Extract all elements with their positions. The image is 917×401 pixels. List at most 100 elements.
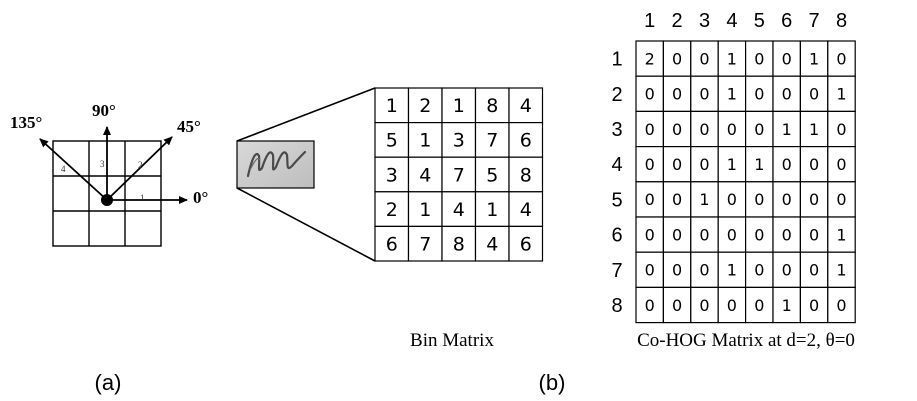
matrix-cell-value: 3: [386, 164, 398, 186]
matrix-cell-value: 1: [809, 49, 819, 68]
matrix-cell-value: 0: [809, 261, 819, 280]
matrix-cell-value: 1: [419, 199, 431, 221]
angle-label-135: 135°: [10, 113, 42, 132]
matrix-cell-value: 5: [486, 164, 498, 186]
matrix-cell-value: 0: [782, 155, 792, 174]
bin-label-4: 4: [61, 164, 66, 174]
matrix-cell: [799, 286, 829, 324]
matrix-cell: [799, 216, 829, 253]
matrix-cell-value: 0: [782, 49, 792, 68]
handwriting-thumbnail: [236, 140, 315, 189]
matrix-cell-value: 0: [836, 296, 846, 315]
cohog-row-header: 5: [611, 189, 622, 211]
matrix-cell-value: 1: [453, 95, 465, 117]
matrix-cell: [772, 216, 801, 253]
matrix-cell-value: 4: [520, 95, 532, 117]
matrix-cell-value: 0: [836, 49, 846, 68]
orientation-diagram: 135° 90° 45° 0° 4 3 2 1 (a): [10, 101, 208, 395]
matrix-cell-value: 1: [419, 130, 431, 152]
matrix-cell: [407, 225, 443, 262]
matrix-cell-value: 1: [727, 261, 737, 280]
matrix-cell: [690, 181, 719, 218]
matrix-cell-value: 4: [486, 234, 498, 256]
cohog-row-header: 2: [611, 84, 622, 106]
matrix-cell: [662, 286, 692, 324]
matrix-cell-value: 1: [782, 296, 792, 315]
matrix-cell-value: 0: [645, 85, 655, 104]
matrix-cell: [374, 225, 410, 262]
bin-label-3: 3: [100, 159, 105, 169]
matrix-cell-value: 0: [782, 225, 792, 244]
matrix-cell-value: 1: [486, 199, 498, 221]
matrix-cell-value: 0: [727, 190, 737, 209]
matrix-cell: [407, 191, 443, 228]
matrix-cell-value: 0: [809, 190, 819, 209]
matrix-cell-value: 0: [809, 155, 819, 174]
bin-label-1: 1: [140, 193, 145, 203]
cohog-col-header: 6: [781, 10, 792, 32]
matrix-cell-value: 0: [699, 296, 709, 315]
cohog-col-header: 2: [672, 10, 683, 32]
matrix-cell-value: 4: [453, 199, 465, 221]
matrix-cell-value: 6: [520, 234, 532, 256]
matrix-cell: [744, 146, 774, 183]
matrix-cell: [474, 156, 510, 193]
matrix-cell-value: 0: [672, 49, 682, 68]
matrix-cell-value: 0: [754, 225, 764, 244]
matrix-cell-value: 0: [699, 120, 709, 139]
matrix-cell: [717, 110, 747, 148]
matrix-cell-value: 2: [419, 95, 431, 117]
matrix-cell-value: 8: [520, 164, 532, 186]
cohog-col-header: 3: [699, 10, 710, 32]
matrix-cell-value: 0: [645, 261, 655, 280]
matrix-cell: [827, 110, 856, 148]
matrix-cell-value: 1: [836, 225, 846, 244]
matrix-cell: [662, 181, 692, 218]
matrix-cell-value: 1: [782, 120, 792, 139]
matrix-cell: [508, 121, 544, 158]
matrix-cell: [744, 286, 774, 324]
matrix-cell-value: 0: [672, 296, 682, 315]
matrix-cell-value: 0: [782, 190, 792, 209]
matrix-cell-value: 7: [453, 164, 465, 186]
matrix-cell-value: 0: [754, 49, 764, 68]
matrix-cell: [744, 181, 774, 218]
matrix-cell: [772, 181, 801, 218]
matrix-cell-value: 1: [386, 95, 398, 117]
angle-label-0: 0°: [193, 188, 208, 207]
matrix-cell-value: 0: [645, 120, 655, 139]
handwriting-stroke-faint: [249, 157, 261, 171]
matrix-cell: [827, 40, 856, 77]
cohog-row-header: 8: [611, 295, 622, 317]
arrow-135: [39, 138, 108, 201]
matrix-cell-value: 0: [754, 190, 764, 209]
matrix-cell-value: 0: [645, 155, 655, 174]
matrix-cell-value: 4: [419, 164, 431, 186]
matrix-cell-value: 0: [809, 85, 819, 104]
center-dot: [101, 194, 113, 206]
matrix-cell-value: 0: [672, 190, 682, 209]
matrix-cell-value: 0: [699, 225, 709, 244]
matrix-cell-value: 0: [672, 120, 682, 139]
matrix-cell-value: 6: [520, 130, 532, 152]
bin-matrix-label: Bin Matrix: [410, 330, 494, 351]
matrix-cell-value: 1: [836, 85, 846, 104]
caption-b: (b): [539, 370, 566, 395]
matrix-cell: [635, 251, 664, 288]
matrix-cell-value: 1: [727, 85, 737, 104]
matrix-cell: [474, 225, 510, 262]
matrix-cell: [690, 286, 719, 324]
matrix-cell-value: 0: [699, 49, 709, 68]
matrix-cell-value: 5: [386, 130, 398, 152]
matrix-cell-value: 0: [809, 296, 819, 315]
cohog-row-header: 7: [611, 260, 622, 282]
matrix-cell-value: 8: [453, 234, 465, 256]
matrix-cell: [744, 110, 774, 148]
matrix-cell-value: 0: [754, 85, 764, 104]
zoom-lines: [236, 87, 376, 262]
matrix-cell-value: 7: [419, 234, 431, 256]
matrix-cell-value: 0: [645, 190, 655, 209]
angle-label-90: 90°: [92, 101, 116, 120]
